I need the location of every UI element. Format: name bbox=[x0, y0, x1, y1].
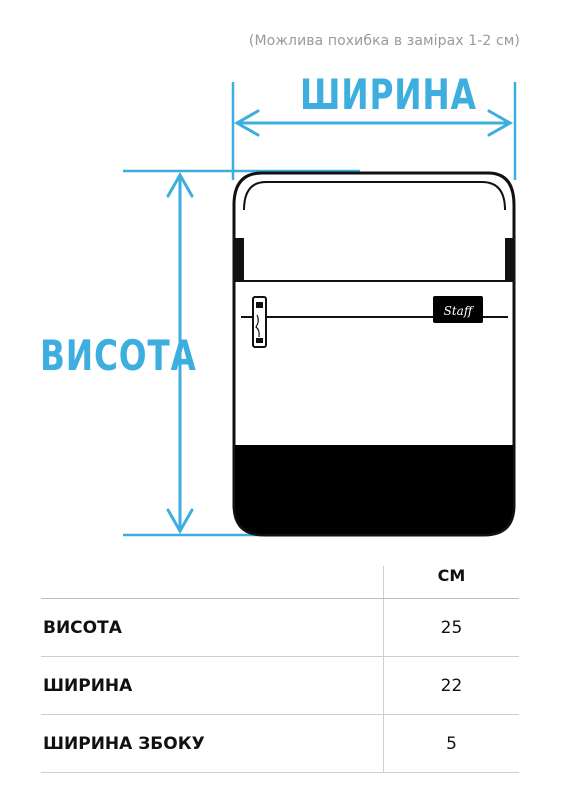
row-name: ШИРИНА bbox=[41, 656, 384, 715]
row-name: ВИСОТА bbox=[41, 598, 384, 657]
width-label: ШИРИНА bbox=[300, 70, 477, 119]
height-arrow bbox=[166, 171, 194, 535]
staff-logo-icon: Staff bbox=[433, 296, 483, 323]
header-empty-cell bbox=[41, 566, 384, 599]
table-header-row: СМ bbox=[41, 566, 519, 599]
table-row: ВИСОТА 25 bbox=[41, 598, 519, 657]
width-arrow bbox=[233, 109, 514, 137]
staff-logo-text: Staff bbox=[444, 304, 475, 318]
height-label: ВИСОТА bbox=[40, 331, 197, 380]
size-table: СМ ВИСОТА 25 ШИРИНА 22 ШИРИНА ЗБОКУ 5 bbox=[41, 566, 519, 773]
bag-illustration: Staff bbox=[232, 171, 516, 537]
side-strap-right bbox=[505, 238, 514, 282]
bag-bottom-panel bbox=[235, 445, 513, 534]
row-name: ШИРИНА ЗБОКУ bbox=[41, 714, 384, 773]
table-row: ШИРИНА 22 bbox=[41, 656, 519, 715]
row-value: 25 bbox=[383, 598, 519, 657]
row-value: 5 bbox=[383, 714, 519, 773]
side-strap-left bbox=[235, 238, 244, 282]
table-row: ШИРИНА ЗБОКУ 5 bbox=[41, 714, 519, 773]
bag-body bbox=[232, 171, 516, 537]
zipper-pull-icon bbox=[252, 296, 267, 348]
bag-inner-top bbox=[243, 181, 506, 211]
bag-dimension-diagram: Staff bbox=[123, 82, 517, 537]
measurement-error-note: (Можлива похибка в замірах 1-2 см) bbox=[248, 33, 520, 49]
unit-header: СМ bbox=[383, 566, 519, 599]
row-value: 22 bbox=[383, 656, 519, 715]
